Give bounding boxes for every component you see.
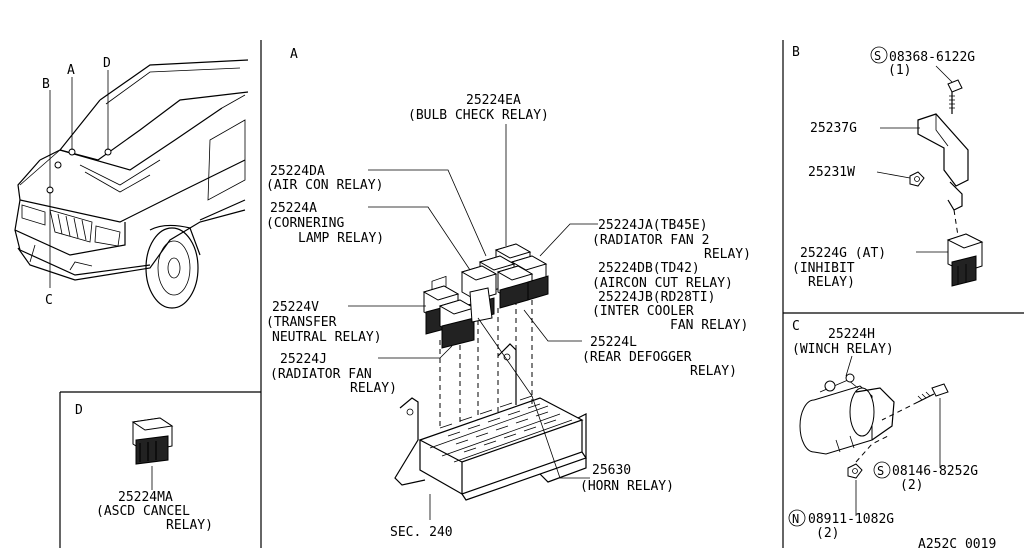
ascd-part-number: 25224MA xyxy=(118,490,173,505)
inhibit-name-2: RELAY) xyxy=(808,275,855,290)
cornering-name-2: LAMP RELAY) xyxy=(298,231,384,246)
bulb-check-part: 25224EA xyxy=(466,93,521,108)
rear-defogger-name-2: RELAY) xyxy=(690,364,737,379)
radiator-fan2-name-2: RELAY) xyxy=(704,247,751,262)
n-symbol-icon: N xyxy=(788,509,806,527)
inter-cooler-name-1: (INTER COOLER xyxy=(592,304,694,319)
panel-d-heading: D xyxy=(75,403,83,418)
radiator-fan-part: 25224J xyxy=(280,352,327,367)
vehicle-label-a: A xyxy=(67,63,75,78)
section-reference: SEC. 240 xyxy=(390,525,453,540)
s-symbol-icon: S xyxy=(870,46,888,64)
horn-part: 25630 xyxy=(592,463,631,478)
winch-bolt-part: 08146-8252G xyxy=(892,464,978,479)
radiator-fan2-part: 25224JA(TB45E) xyxy=(598,218,708,233)
vehicle-label-d: D xyxy=(103,56,111,71)
radiator-fan2-name-1: (RADIATOR FAN 2 xyxy=(592,233,709,248)
vehicle-label-c: C xyxy=(45,293,53,308)
relay-cluster xyxy=(422,243,549,349)
inter-cooler-part: 25224JB(RD28TI) xyxy=(598,290,715,305)
panel-c-leaders xyxy=(845,355,941,516)
winch-bolt-qty: (2) xyxy=(900,478,923,493)
transfer-name-2: NEUTRAL RELAY) xyxy=(272,330,382,345)
inhibit-part: 25224G (AT) xyxy=(800,246,886,261)
bracket-part: 25237G xyxy=(810,121,857,136)
s-symbol-letter: S xyxy=(877,464,884,478)
transfer-part: 25224V xyxy=(272,300,319,315)
panel-a-heading: A xyxy=(290,47,298,62)
s-symbol-letter: S xyxy=(874,49,881,63)
panel-dividers xyxy=(59,40,1024,548)
panel-c-heading: C xyxy=(792,319,800,334)
air-con-name: (AIR CON RELAY) xyxy=(266,178,383,193)
radiator-fan-name-2: RELAY) xyxy=(350,381,397,396)
inhibit-bolt-qty: (1) xyxy=(888,63,911,78)
inhibit-name-1: (INHIBIT xyxy=(792,261,855,276)
s-symbol-icon: S xyxy=(873,461,891,479)
horn-name: (HORN RELAY) xyxy=(580,479,674,494)
winch-part: 25224H xyxy=(828,327,875,342)
ascd-name-1: (ASCD CANCEL xyxy=(96,504,190,519)
inhibit-bolt-part: 08368-6122G xyxy=(889,50,975,65)
winch-relay-assembly xyxy=(799,373,949,479)
winch-nut-part: 08911-1082G xyxy=(808,512,894,527)
ascd-name-2: RELAY) xyxy=(166,518,213,533)
winch-nut-qty: (2) xyxy=(816,526,839,541)
inhibit-relay-assembly xyxy=(909,79,984,287)
air-con-part: 25224DA xyxy=(270,164,325,179)
inter-cooler-name-2: FAN RELAY) xyxy=(670,318,748,333)
cornering-part: 25224A xyxy=(270,201,317,216)
radiator-fan-name-1: (RADIATOR FAN xyxy=(270,367,372,382)
bulb-check-name: (BULB CHECK RELAY) xyxy=(408,108,549,123)
rear-defogger-name-1: (REAR DEFOGGER xyxy=(582,350,692,365)
vehicle-illustration xyxy=(14,59,249,309)
relay-block-assembly xyxy=(394,275,587,501)
vehicle-label-b: B xyxy=(42,77,50,92)
diagram-code: A252C 0019 xyxy=(918,537,996,552)
nut-part: 25231W xyxy=(808,165,855,180)
panel-b-leaders xyxy=(876,65,953,253)
transfer-name-1: (TRANSFER xyxy=(266,315,337,330)
cornering-name-1: (CORNERING xyxy=(266,216,344,231)
rear-defogger-part: 25224L xyxy=(590,335,637,350)
ascd-cancel-relay xyxy=(131,417,174,490)
panel-a-leaders xyxy=(348,124,598,520)
aircon-cut-part: 25224DB(TD42) xyxy=(598,261,700,276)
n-symbol-letter: N xyxy=(792,512,799,526)
aircon-cut-name: (AIRCON CUT RELAY) xyxy=(592,276,733,291)
winch-name: (WINCH RELAY) xyxy=(792,342,894,357)
panel-b-heading: B xyxy=(792,45,800,60)
